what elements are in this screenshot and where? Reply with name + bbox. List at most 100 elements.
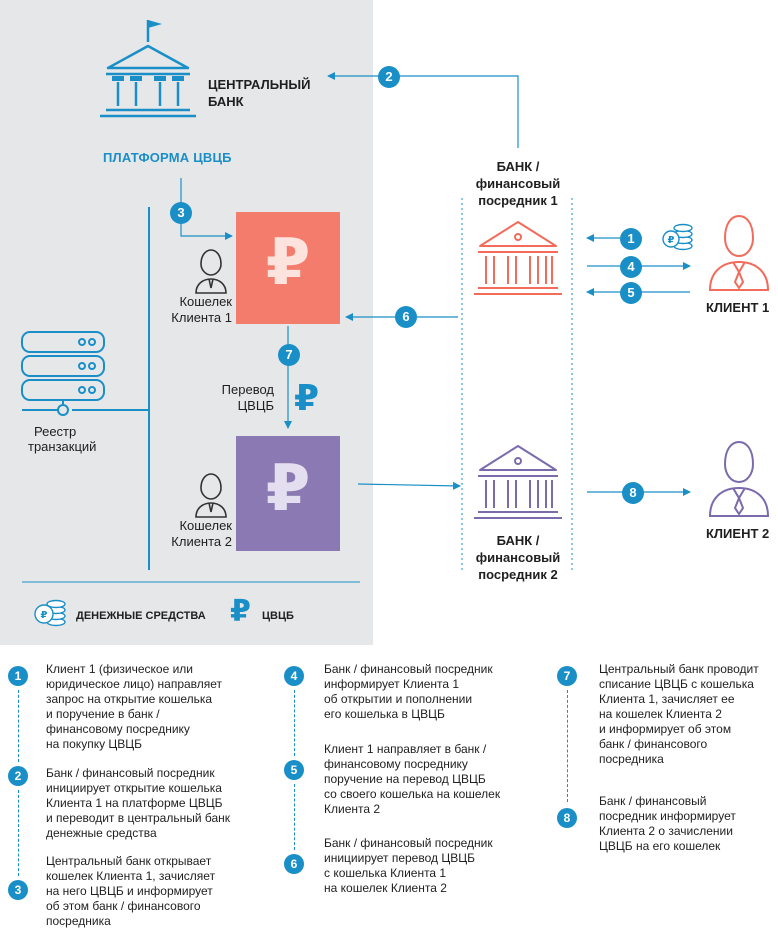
registry-label-line1: Реестр	[34, 424, 77, 439]
step-badge-4: 4	[284, 666, 304, 686]
transfer-label-line1: Перевод	[221, 382, 274, 397]
step-divider	[18, 790, 19, 876]
central-bank-icon	[100, 20, 196, 118]
badge-2: 2	[378, 66, 400, 88]
badge-4: 4	[620, 256, 642, 278]
step-8-text: Банк / финансовый посредник информирует …	[599, 794, 736, 854]
wallet1-owner-icon	[195, 249, 227, 294]
step-3-line: посредника	[46, 914, 111, 928]
step-divider	[294, 784, 295, 850]
step-divider	[18, 690, 19, 762]
step-2-line: Клиента 1 на платформе ЦВЦБ	[46, 796, 223, 810]
step-6-text: Банк / финансовый посредник инициирует п…	[324, 836, 493, 896]
badge-1: 1	[620, 228, 642, 250]
badge-8: 8	[622, 482, 644, 504]
step-2-line: инициирует открытие кошелька	[46, 781, 222, 795]
step-7-line: на кошелек Клиента 2	[599, 707, 722, 721]
registry-label-line2: транзакций	[28, 439, 97, 454]
wallet1-box: ₽	[236, 212, 340, 324]
step-5-line: финансовому посреднику	[324, 757, 468, 771]
step-2-text: Банк / финансовый посредник инициирует о…	[46, 766, 230, 841]
client1-label: КЛИЕНТ 1	[706, 300, 770, 315]
step-4-line: его кошелька в ЦВЦБ	[324, 707, 445, 721]
step-7-line: и информирует об этом	[599, 722, 732, 736]
step-1-line: юридическое лицо) направляет	[46, 677, 223, 691]
wallet2-box: ₽	[236, 436, 340, 551]
central-bank-label-line1: ЦЕНТРАЛЬНЫЙ	[208, 77, 311, 92]
bank1-label-line1: БАНК /	[496, 159, 540, 174]
step-badge-8: 8	[557, 808, 577, 828]
client2-label: КЛИЕНТ 2	[706, 526, 770, 541]
step-8-line: Банк / финансовый	[599, 794, 707, 808]
registry-server-icon	[21, 331, 105, 416]
bank2-label-line1: БАНК /	[496, 533, 540, 548]
step-badge-3: 3	[8, 880, 28, 900]
step-1-line: запрос на открытие кошелька	[46, 692, 213, 706]
step-7-line: списание ЦВЦБ с кошелька	[599, 677, 754, 691]
bank2-icon	[474, 445, 562, 519]
step-5-line: Клиент 1 направляет в банк /	[324, 742, 487, 756]
bank2-label-line2: финансовый	[475, 550, 561, 565]
step-6-line: инициирует перевод ЦВЦБ	[324, 851, 475, 865]
step-8-line: ЦВЦБ на его кошелек	[599, 839, 721, 853]
legend-money-label: ДЕНЕЖНЫЕ СРЕДСТВА	[76, 610, 206, 622]
badge-7: 7	[278, 344, 300, 366]
transfer-label: Перевод ЦВЦБ	[200, 382, 274, 414]
step-1-line: Клиент 1 (физическое или	[46, 662, 194, 676]
bank1-label-line2: финансовый	[475, 176, 561, 191]
step-7-line: посредника	[599, 752, 664, 766]
bank1-icon	[474, 221, 562, 295]
legend-coin-icon: ₽	[34, 599, 66, 627]
step-badge-7: 7	[557, 666, 577, 686]
step-6-line: с кошелька Клиента 1	[324, 866, 447, 880]
step-5-line: поручение на перевод ЦВЦБ	[324, 772, 486, 786]
step-8-line: Клиента 2 о зачислении	[599, 824, 733, 838]
svg-text:₽: ₽	[668, 235, 675, 246]
client2-icon	[708, 440, 770, 517]
step-2-line: Банк / финансовый посредник	[46, 766, 215, 780]
step-4-line: Банк / финансовый посредник	[324, 662, 493, 676]
step-6-line: Банк / финансовый посредник	[324, 836, 493, 850]
client1-icon	[708, 214, 770, 291]
step-divider	[294, 690, 295, 756]
step-3-line: кошелек Клиента 1, зачисляет	[46, 869, 216, 883]
step-4-line: информирует Клиента 1	[324, 677, 460, 691]
step-4-text: Банк / финансовый посредник информирует …	[324, 662, 493, 722]
step-1-line: и поручение в банк /	[46, 707, 160, 721]
bank1-label: БАНК / финансовый посредник 1	[458, 158, 578, 209]
cbdc-ruble-icon: ₽	[294, 378, 320, 419]
step-2-line: и переводит в центральный банк	[46, 811, 231, 825]
badge-5: 5	[620, 282, 642, 304]
step-3-text: Центральный банк открывает кошелек Клиен…	[46, 854, 215, 929]
legend-cbdc-icon: ₽	[230, 594, 251, 629]
step-divider	[567, 690, 568, 802]
central-bank-label: ЦЕНТРАЛЬНЫЙ БАНК	[208, 76, 311, 110]
coin-stack-icon: ₽	[662, 223, 693, 251]
step-badge-1: 1	[8, 666, 28, 686]
step-1-line: на покупку ЦВЦБ	[46, 737, 143, 751]
step-3-line: на него ЦВЦБ и информирует	[46, 884, 213, 898]
legend-cbdc-label: ЦВЦБ	[262, 610, 294, 622]
step-7-text: Центральный банк проводит списание ЦВЦБ …	[599, 662, 759, 767]
step-3-line: Центральный банк открывает	[46, 854, 212, 868]
step-5-line: Клиента 2	[324, 802, 381, 816]
step-6-line: на кошелек Клиента 2	[324, 881, 447, 895]
step-7-line: Клиента 1, зачисляет ее	[599, 692, 735, 706]
badge-6: 6	[395, 306, 417, 328]
wallet2-label: Кошелек Клиента 2	[148, 518, 232, 550]
step-3-line: об этом банк / финансового	[46, 899, 201, 913]
step-7-line: банк / финансового	[599, 737, 708, 751]
wallet2-label-line2: Клиента 2	[171, 534, 232, 549]
wallet1-label-line1: Кошелек	[179, 294, 232, 309]
wallet2-label-line1: Кошелек	[179, 518, 232, 533]
step-1-line: финансовому посреднику	[46, 722, 190, 736]
badge-3: 3	[170, 202, 192, 224]
transfer-label-line2: ЦВЦБ	[237, 398, 274, 413]
registry-label: Реестр транзакций	[28, 424, 96, 454]
step-7-line: Центральный банк проводит	[599, 662, 759, 676]
ruble-icon: ₽	[265, 226, 311, 300]
step-badge-5: 5	[284, 760, 304, 780]
step-badge-6: 6	[284, 854, 304, 874]
wallet1-label: Кошелек Клиента 1	[148, 294, 232, 326]
